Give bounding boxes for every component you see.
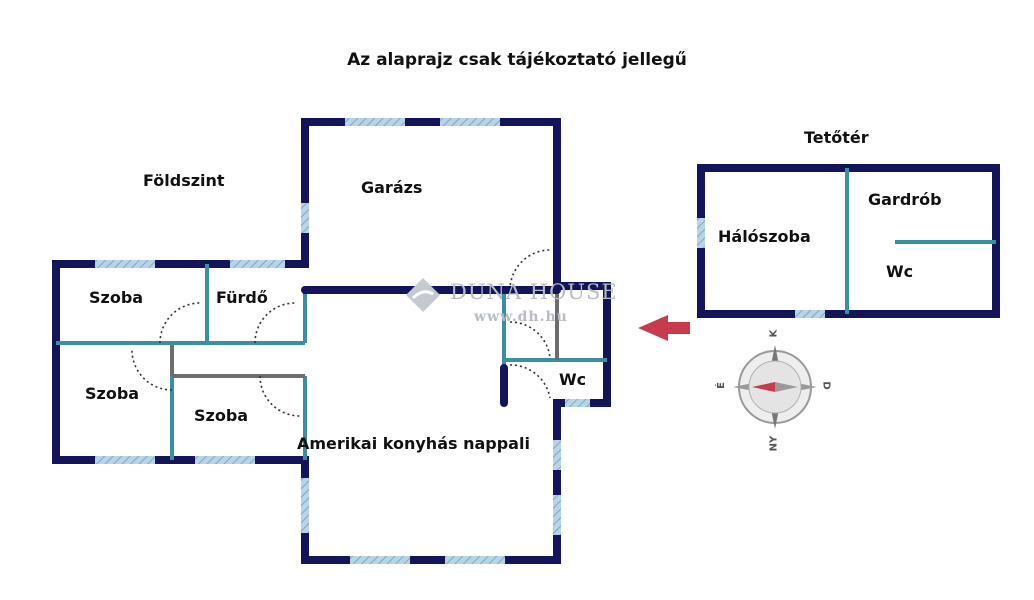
- ground-floor-outer-walls: [52, 118, 611, 564]
- room-label-wardrobe: Gardrób: [868, 190, 942, 209]
- room-label-room-top-left: Szoba: [89, 288, 144, 307]
- door-swings: [131, 249, 551, 417]
- floor-label-ground: Földszint: [143, 171, 225, 190]
- attic-inner-walls: [845, 168, 996, 314]
- floor-label-attic: Tetőtér: [804, 128, 869, 147]
- watermark-logo-icon: [404, 276, 442, 314]
- room-label-room-mid-left: Szoba: [85, 384, 140, 403]
- compass-label-north: K: [768, 329, 780, 338]
- page-title: Az alaprajz csak tájékoztató jellegű: [347, 50, 687, 70]
- room-label-garage: Garázs: [361, 178, 423, 197]
- direction-arrow: [638, 315, 690, 341]
- watermark-brand: DUNA HOUSE: [450, 280, 618, 304]
- ground-floor-windows: [95, 118, 590, 564]
- room-label-wc-attic: Wc: [886, 262, 914, 281]
- ground-floor-grey-partitions: [170, 290, 559, 378]
- room-label-bathroom: Fürdő: [216, 288, 268, 307]
- compass-label-west: É: [715, 382, 727, 389]
- compass-rose: [733, 345, 817, 429]
- watermark-url: www.dh.hu: [474, 309, 568, 325]
- compass-label-east: D: [820, 381, 832, 390]
- compass-label-south: NY: [768, 435, 780, 452]
- room-label-living: Amerikai konyhás nappali: [297, 434, 530, 453]
- attic-windows: [697, 218, 825, 318]
- room-label-bedroom: Hálószoba: [718, 227, 811, 246]
- room-label-room-center: Szoba: [194, 406, 249, 425]
- room-label-wc-ground: Wc: [559, 370, 587, 389]
